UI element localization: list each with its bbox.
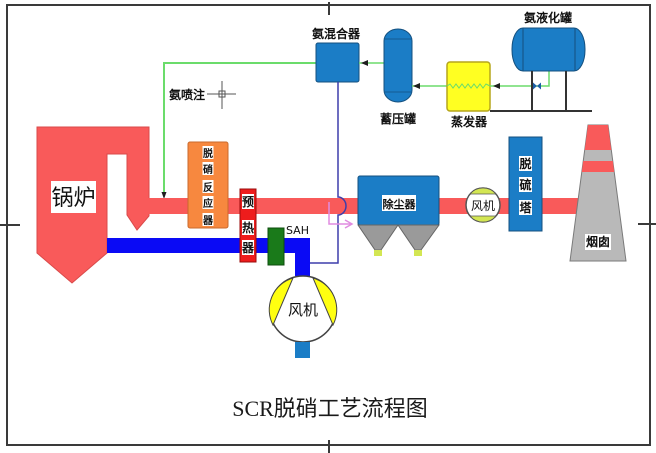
dilution-air-line — [310, 82, 347, 264]
flow-arrow-icon — [413, 83, 420, 89]
flow-arrow-icon — [361, 60, 368, 66]
label-char: 塔 — [519, 200, 532, 215]
dust-collector-label-bg — [382, 195, 416, 211]
label-char: 脱 — [519, 156, 531, 171]
boiler-label: 锅炉 — [51, 186, 95, 211]
dust-hopper — [357, 224, 399, 251]
label-char: 预 — [242, 195, 254, 209]
ammonia-mixer — [315, 42, 360, 83]
chimney-label: 烟囱 — [586, 234, 610, 249]
label-char: 热 — [242, 220, 254, 235]
dust-collector-label: 除尘器 — [383, 197, 417, 211]
liquid-ammonia-line — [490, 71, 550, 87]
forced-draft-fan-label: 风机 — [288, 301, 318, 319]
chimney-label-bg — [585, 234, 611, 250]
fan-cap-top — [469, 187, 497, 195]
ammonia-injection-label: 氨喷注 — [169, 87, 205, 102]
chimney-band-top — [584, 125, 612, 150]
fan-blade-left — [268, 277, 294, 327]
evaporator-label: 蒸发器 — [451, 114, 488, 129]
hopper-outlet — [414, 250, 422, 256]
air-preheater-label: 预 热 器 — [241, 194, 255, 255]
label-char: 硝 — [203, 163, 213, 176]
label-char: 反 — [203, 181, 213, 194]
induced-draft-fan-label: 风机 — [471, 199, 495, 213]
boiler-label-bg — [51, 181, 96, 213]
fan-inlet — [295, 342, 310, 358]
ammonia-mixer-label: 氨混合器 — [312, 26, 361, 41]
chimney-band — [581, 161, 615, 172]
label-char: 脱 — [203, 147, 213, 160]
injection-arrow-icon — [161, 192, 167, 199]
hopper-outlet — [374, 250, 382, 256]
buffer-tank-label: 蓄压罐 — [380, 111, 416, 126]
diagram-title: SCR脱硝工艺流程图 — [232, 396, 428, 421]
buffer-tank — [383, 28, 413, 103]
fan-cap-bottom — [469, 215, 497, 223]
flow-arrow-icon — [493, 83, 500, 89]
liquid-ammonia-tank — [511, 27, 586, 72]
induced-fan-label-bg — [470, 198, 496, 213]
label-char: 器 — [241, 241, 255, 255]
scr-reactor-label: 脱 硝 反 应 器 — [202, 146, 214, 227]
crosshair-cursor-icon — [207, 81, 236, 109]
label-char: 器 — [202, 215, 214, 227]
valve-icon — [533, 82, 541, 90]
ammonia-injection-line — [163, 62, 316, 193]
dust-hopper — [397, 224, 440, 251]
heating-coil — [446, 83, 491, 89]
sah-label: SAH — [286, 224, 309, 237]
induced-draft-fan: 风机 — [465, 187, 501, 223]
flow-direction-arrow-icon — [328, 202, 354, 229]
air-duct — [107, 238, 310, 276]
desulfurization-tower-label: 脱 硫 塔 — [519, 156, 532, 215]
fan-blade-right — [312, 277, 338, 327]
steam-air-heater — [267, 227, 285, 266]
label-char: 硫 — [519, 177, 531, 192]
label-char: 应 — [203, 197, 213, 210]
liquid-ammonia-tank-label: 氨液化罐 — [524, 10, 572, 25]
forced-draft-fan: 风机 — [268, 275, 338, 343]
